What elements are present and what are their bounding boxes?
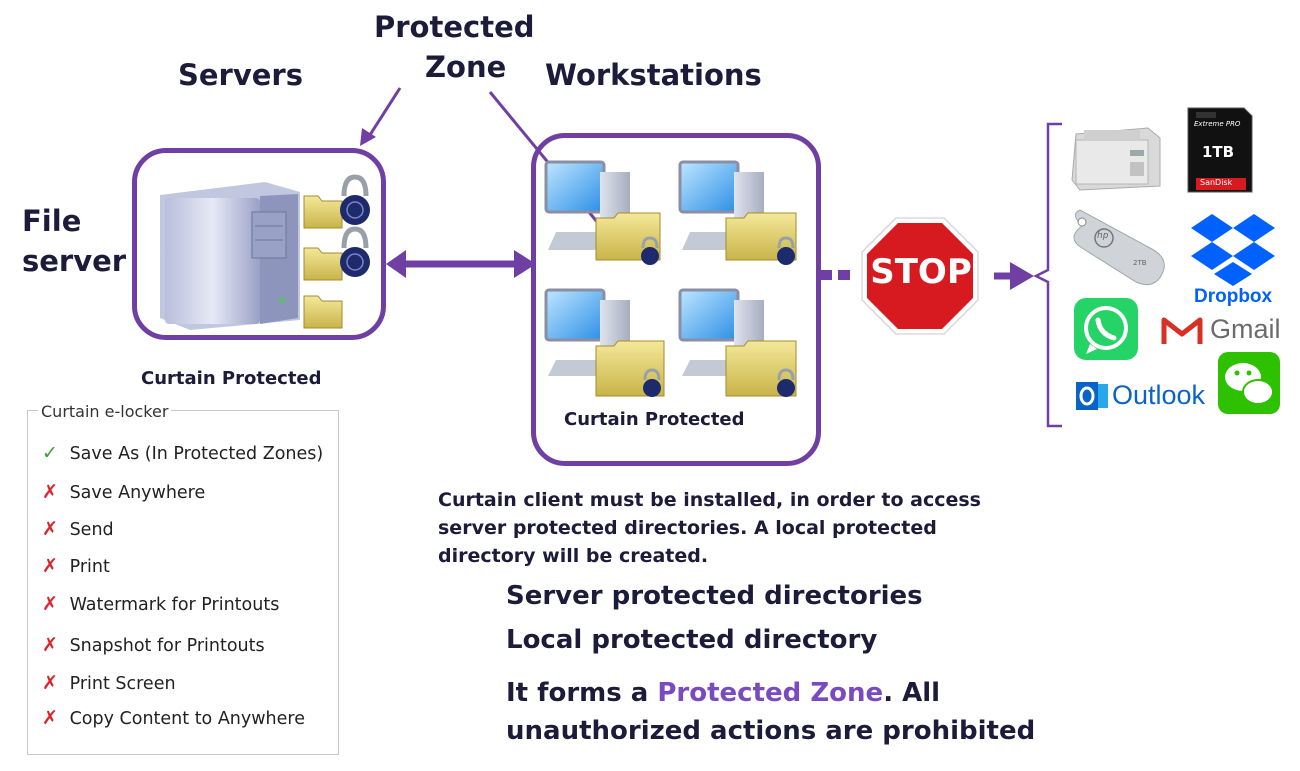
elocker-item-label: Watermark for Printouts <box>69 595 280 615</box>
elocker-item-label: Print Screen <box>69 674 176 694</box>
gmail-icon <box>1161 317 1203 344</box>
usb-brand-label: hp <box>1097 231 1109 241</box>
sd-card-brand-label: SanDisk <box>1200 178 1233 187</box>
elocker-item-label: Copy Content to Anywhere <box>69 709 305 729</box>
elocker-item: ✓ Save As (In Protected Zones) <box>42 442 323 464</box>
description-line: server protected directories. A local pr… <box>438 517 937 539</box>
locked-folder-icon <box>303 226 370 281</box>
elocker-item: ✗ Print <box>42 555 110 577</box>
cross-icon: ✗ <box>42 481 58 503</box>
protected-zone-heading-line1: Protected <box>374 10 535 44</box>
cross-icon: ✗ <box>42 593 58 615</box>
usb-size-label: 2TB <box>1133 259 1147 267</box>
workstation-icon <box>544 160 661 265</box>
elocker-item: ✗ Snapshot for Printouts <box>42 634 265 656</box>
cross-icon: ✗ <box>42 707 58 729</box>
workstation-icon <box>544 288 665 397</box>
elocker-item-label: Print <box>69 557 110 577</box>
point-server-directories: Server protected directories <box>506 581 923 611</box>
stop-sign-label: STOP <box>870 252 972 292</box>
outlook-label: Outlook <box>1112 380 1206 410</box>
blocked-arrow <box>994 262 1034 290</box>
sd-card-icon <box>1187 107 1253 193</box>
protected-zone-heading-line2: Zone <box>425 50 507 84</box>
dropbox-label: Dropbox <box>1194 286 1273 307</box>
elocker-panel <box>27 410 339 755</box>
whatsapp-icon <box>1074 298 1138 360</box>
folder-icon <box>303 295 343 329</box>
stop-sign-icon <box>861 217 979 335</box>
elocker-item: ✗ Send <box>42 518 114 540</box>
cross-icon: ✗ <box>42 518 58 540</box>
printer-icon <box>1071 127 1161 191</box>
devices-bracket <box>1033 122 1062 428</box>
servers-heading: Servers <box>178 58 303 92</box>
gmail-label: Gmail <box>1210 314 1281 344</box>
cross-icon: ✗ <box>42 634 58 656</box>
sd-card-model-label: Extreme PRO <box>1194 120 1241 128</box>
point-local-directory: Local protected directory <box>506 625 878 655</box>
point-protected-zone-prefix: It forms a <box>506 678 658 708</box>
description-block: Curtain client must be installed, in ord… <box>438 486 981 570</box>
elocker-item-label: Save As (In Protected Zones) <box>69 444 324 464</box>
bidirectional-arrow <box>386 250 536 278</box>
point-protected-zone-highlight: Protected Zone <box>657 678 884 708</box>
workstation-caption: Curtain Protected <box>564 409 745 430</box>
dropbox-icon <box>1191 214 1275 286</box>
server-caption: Curtain Protected <box>141 368 322 389</box>
locked-folder-icon <box>303 174 370 229</box>
pointer-arrow-servers <box>360 87 402 146</box>
elocker-item-label: Send <box>69 520 114 540</box>
file-server-label-line1: File <box>22 204 82 238</box>
elocker-title: Curtain e-locker <box>38 402 172 421</box>
cross-icon: ✗ <box>42 555 58 577</box>
checkmark-icon: ✓ <box>42 442 58 464</box>
workstation-icon <box>678 288 797 397</box>
point-prohibited-line: unauthorized actions are prohibited <box>506 716 1036 746</box>
workstations-heading: Workstations <box>545 58 762 92</box>
file-server-label-line2: server <box>22 244 127 278</box>
description-line: Curtain client must be installed, in ord… <box>438 489 981 511</box>
elocker-item-label: Save Anywhere <box>69 483 206 503</box>
workstation-icon <box>678 160 797 265</box>
point-protected-zone-suffix: . All <box>883 678 941 708</box>
outlook-icon <box>1076 382 1108 410</box>
sd-card-size-label: 1TB <box>1202 143 1235 161</box>
server-tower-icon <box>160 182 300 330</box>
dotted-connector <box>820 270 850 280</box>
elocker-item: ✗ Watermark for Printouts <box>42 593 279 615</box>
elocker-item-label: Snapshot for Printouts <box>69 636 265 656</box>
elocker-item: ✗ Copy Content to Anywhere <box>42 707 305 729</box>
description-line: directory will be created. <box>438 545 709 567</box>
elocker-item: ✗ Save Anywhere <box>42 481 205 503</box>
elocker-item: ✗ Print Screen <box>42 672 176 694</box>
point-protected-zone: It forms a Protected Zone. All <box>506 678 940 708</box>
usb-drive-icon <box>1073 209 1165 286</box>
cross-icon: ✗ <box>42 672 58 694</box>
wechat-icon <box>1218 352 1280 414</box>
